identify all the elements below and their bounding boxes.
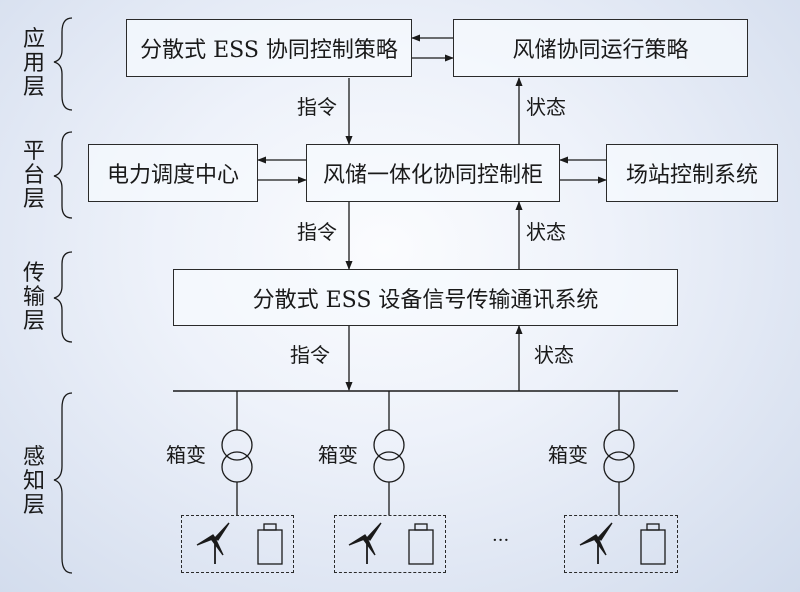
status-label-3: 状态 bbox=[534, 343, 574, 367]
layer-label-platform: 平台层 bbox=[22, 139, 45, 212]
box-transformer-label-3: 箱变 bbox=[548, 443, 588, 467]
generation-unit-2 bbox=[334, 515, 446, 573]
curly-brace-icon bbox=[53, 131, 73, 219]
box-transformer-label-1: 箱变 bbox=[166, 443, 206, 467]
status-label-1: 状态 bbox=[526, 95, 566, 119]
curly-brace-icon bbox=[53, 392, 73, 574]
transformer-icon bbox=[221, 429, 253, 461]
station-control-label: 场站控制系统 bbox=[625, 163, 758, 188]
feeder-3 bbox=[603, 391, 635, 515]
command-label-2: 指令 bbox=[297, 220, 337, 244]
ellipsis-label: ··· bbox=[492, 530, 510, 551]
command-label-1: 指令 bbox=[297, 95, 337, 119]
transformer-icon bbox=[603, 429, 635, 461]
wind-turbine-icon bbox=[348, 522, 382, 564]
layer-label-perception: 感知层 bbox=[22, 445, 45, 518]
battery-icon bbox=[257, 523, 283, 565]
wind-turbine-icon bbox=[579, 522, 613, 564]
comm-system-label: 分散式 ESS 设备信号传输通讯系统 bbox=[252, 287, 599, 313]
dispatch-center-label: 电力调度中心 bbox=[106, 163, 239, 188]
battery-icon bbox=[640, 523, 666, 565]
layer-label-transmission: 传输层 bbox=[22, 261, 45, 334]
wind-storage-strategy-box: 风储协同运行策略 bbox=[453, 19, 748, 77]
distributed-ess-strategy-label: 分散式 ESS 协同控制策略 bbox=[140, 38, 398, 63]
wind-turbine-icon bbox=[196, 522, 230, 564]
wind-storage-strategy-label: 风储协同运行策略 bbox=[512, 38, 689, 63]
battery-icon bbox=[408, 523, 434, 565]
generation-unit-3 bbox=[564, 515, 678, 573]
box-transformer-label-2: 箱变 bbox=[318, 443, 358, 467]
control-cabinet-label: 风储一体化协同控制柜 bbox=[322, 163, 543, 188]
layer-label-application: 应用层 bbox=[22, 27, 45, 100]
transformer-icon bbox=[373, 429, 405, 461]
dispatch-center-box: 电力调度中心 bbox=[88, 144, 258, 202]
command-label-3: 指令 bbox=[290, 343, 330, 367]
feeder-2 bbox=[373, 391, 405, 515]
curly-brace-icon bbox=[53, 251, 73, 343]
feeder-1 bbox=[221, 391, 253, 515]
comm-system-box: 分散式 ESS 设备信号传输通讯系统 bbox=[173, 269, 678, 326]
curly-brace-icon bbox=[53, 17, 73, 111]
station-control-box: 场站控制系统 bbox=[606, 144, 778, 202]
distributed-ess-strategy-box: 分散式 ESS 协同控制策略 bbox=[126, 19, 412, 77]
control-cabinet-box: 风储一体化协同控制柜 bbox=[306, 144, 560, 202]
status-label-2: 状态 bbox=[526, 220, 566, 244]
generation-unit-1 bbox=[181, 515, 294, 573]
